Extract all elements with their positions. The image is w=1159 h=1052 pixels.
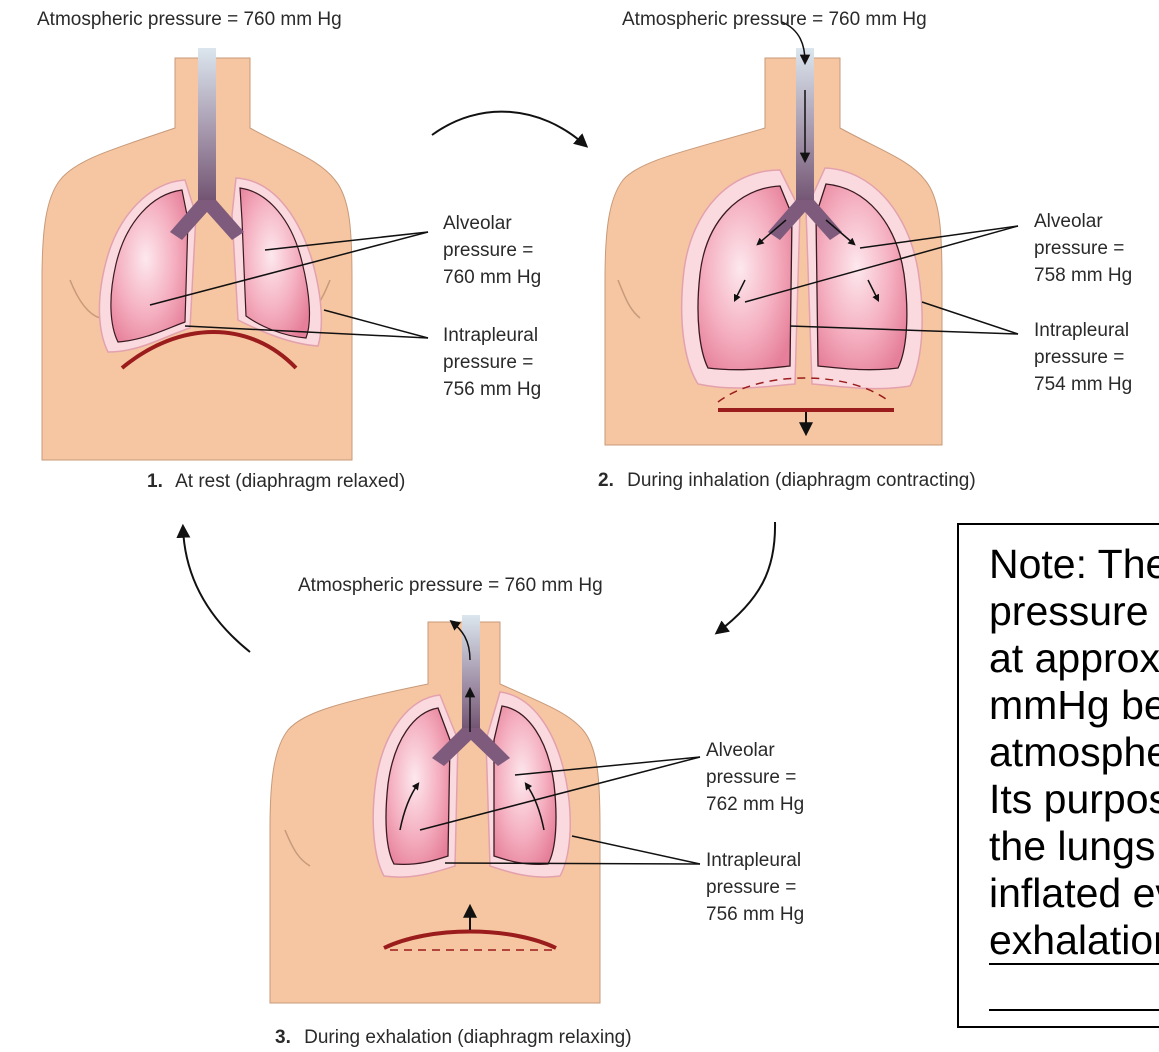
- panel-exhalation: Atmospheric pressure = 760 mm Hg Alveola…: [270, 575, 806, 1048]
- panel-inhalation: Atmospheric pressure = 760 mm Hg Alveola…: [598, 9, 1134, 491]
- alveolar-label-2: Alveolar pressure = 758 mm Hg: [1034, 211, 1132, 286]
- note-text: Note: The intrapleural pressure is maint…: [989, 541, 1159, 964]
- caption-3: 3. During exhalation (diaphragm relaxing…: [275, 1027, 632, 1048]
- panel-rest: Atmospheric pressure = 760 mm Hg Alveola…: [37, 9, 543, 492]
- cycle-arrow-3-to-1: [183, 528, 250, 652]
- atmospheric-label-2: Atmospheric pressure = 760 mm Hg: [622, 9, 927, 30]
- trachea: [462, 615, 480, 735]
- trachea: [198, 48, 216, 208]
- cycle-arrow-1-to-2: [432, 112, 585, 145]
- intrapleural-label-1: Intrapleural pressure = 756 mm Hg: [443, 325, 543, 400]
- answer-blank-2: [989, 1009, 1159, 1011]
- caption-2: 2. During inhalation (diaphragm contract…: [598, 470, 976, 491]
- note-box: Note: The intrapleural pressure is maint…: [957, 523, 1159, 1028]
- atmospheric-label-1: Atmospheric pressure = 760 mm Hg: [37, 9, 342, 30]
- atmospheric-label-3: Atmospheric pressure = 760 mm Hg: [298, 575, 603, 596]
- intrapleural-label-2: Intrapleural pressure = 754 mm Hg: [1034, 320, 1134, 395]
- caption-1: 1. At rest (diaphragm relaxed): [147, 471, 405, 492]
- cycle-arrow-2-to-3: [718, 522, 775, 632]
- alveolar-label-3: Alveolar pressure = 762 mm Hg: [706, 740, 804, 815]
- alveolar-label-1: Alveolar pressure = 760 mm Hg: [443, 213, 541, 288]
- answer-blank-1: [989, 963, 1159, 965]
- intrapleural-label-3: Intrapleural pressure = 756 mm Hg: [706, 850, 806, 925]
